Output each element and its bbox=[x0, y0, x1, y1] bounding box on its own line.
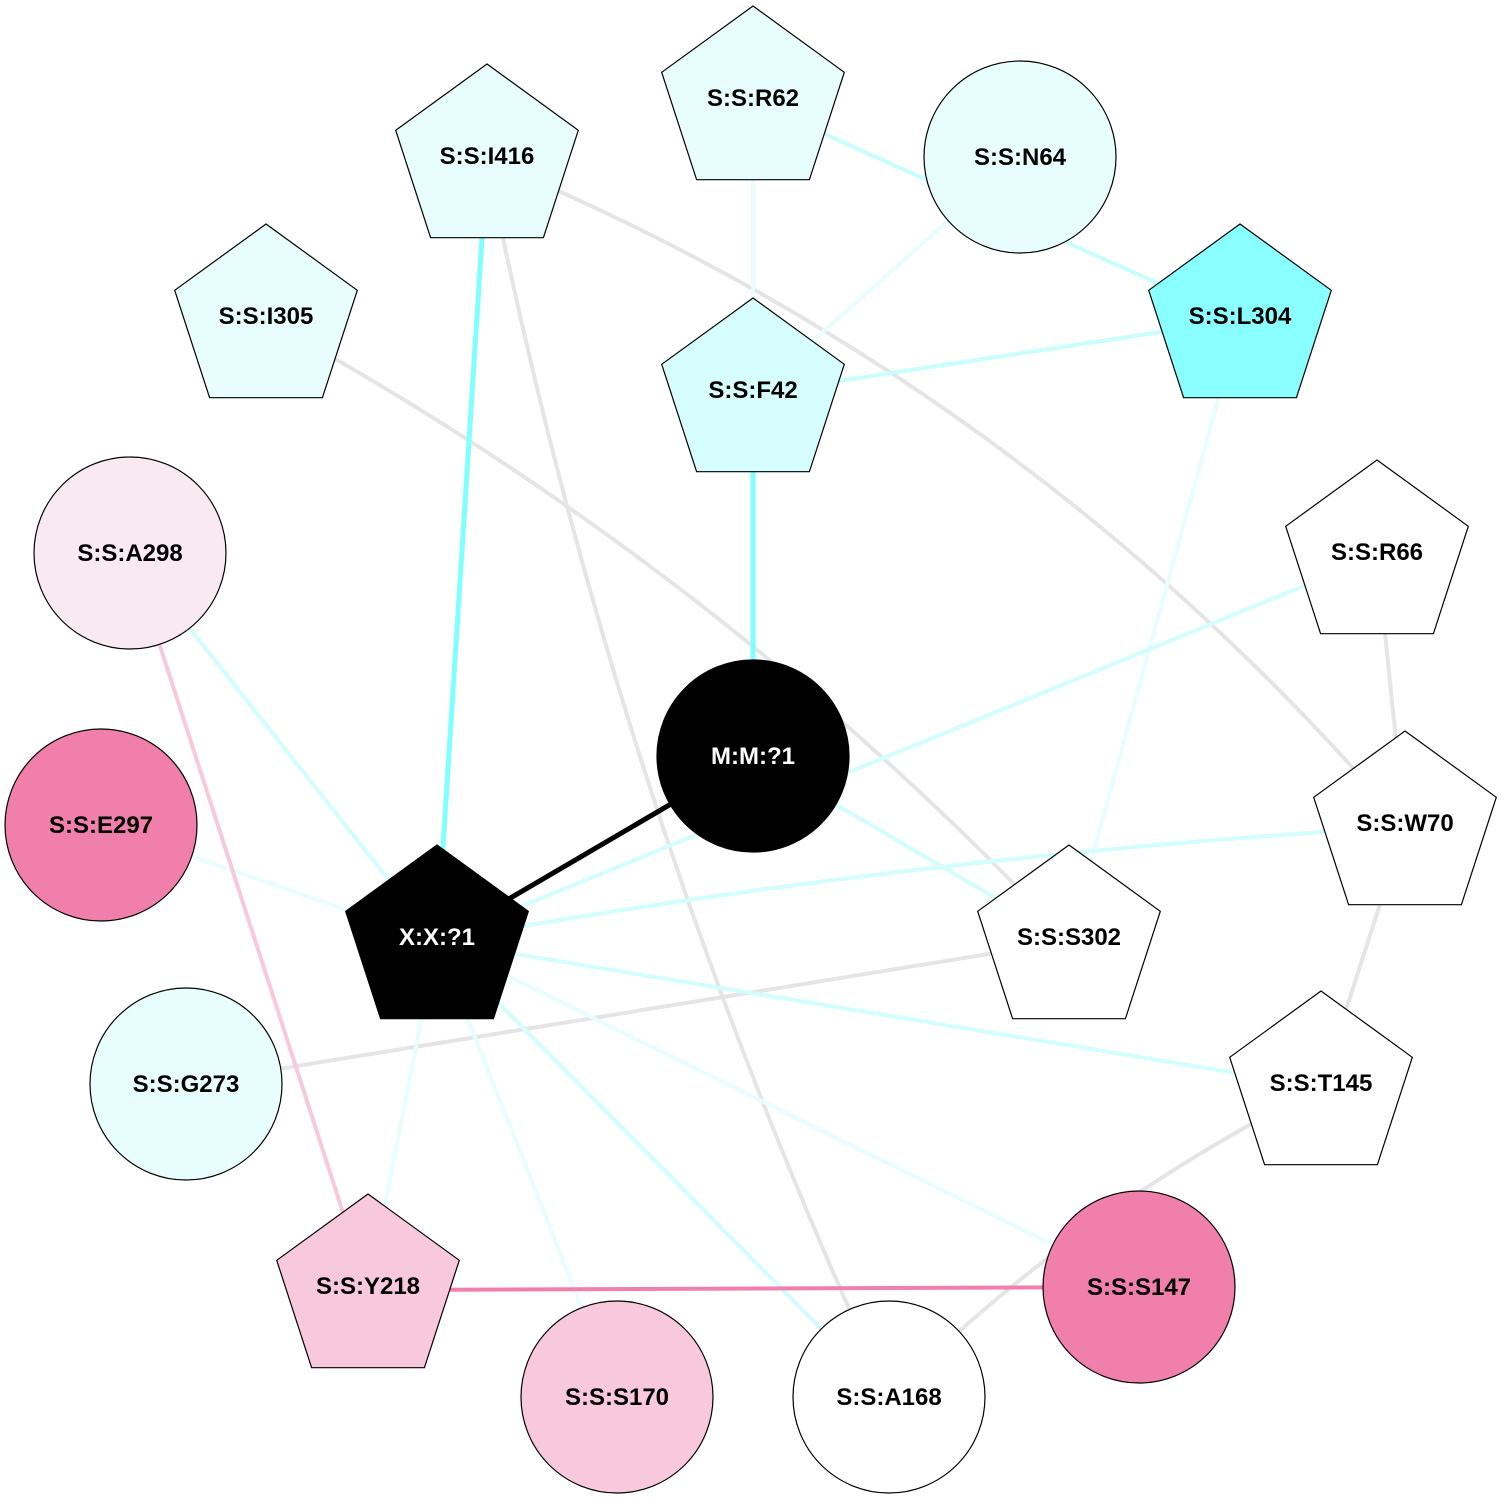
node-X1[interactable]: X:X:?1 bbox=[344, 844, 530, 1020]
node-S147[interactable]: S:S:S147 bbox=[1042, 1190, 1236, 1384]
edge-X1-S147 bbox=[436, 939, 1140, 1289]
node-S170[interactable]: S:S:S170 bbox=[520, 1300, 714, 1494]
node-label: S:S:G273 bbox=[133, 1071, 240, 1098]
node-M1[interactable]: M:M:?1 bbox=[656, 659, 850, 853]
node-label: S:S:R62 bbox=[707, 85, 799, 112]
edge-L304-S302 bbox=[1067, 319, 1242, 942]
node-R66[interactable]: S:S:R66 bbox=[1284, 459, 1470, 635]
edge-W70-X1 bbox=[436, 825, 1406, 943]
edge-Y218-S147 bbox=[367, 1285, 1140, 1292]
node-R62[interactable]: S:S:R62 bbox=[660, 5, 846, 181]
node-label: S:S:A298 bbox=[77, 540, 182, 567]
node-label: S:S:I416 bbox=[440, 143, 535, 170]
node-label: S:S:S302 bbox=[1017, 924, 1121, 951]
node-Y218[interactable]: S:S:Y218 bbox=[275, 1193, 461, 1369]
node-label: S:S:A168 bbox=[836, 1384, 941, 1411]
node-label: S:S:T145 bbox=[1270, 1070, 1373, 1097]
edge-I416-A168 bbox=[485, 159, 891, 1398]
node-circle bbox=[33, 456, 227, 650]
node-label: X:X:?1 bbox=[399, 924, 475, 951]
node-T145[interactable]: S:S:T145 bbox=[1228, 990, 1414, 1166]
node-pentagon bbox=[394, 63, 580, 239]
node-W70[interactable]: S:S:W70 bbox=[1312, 730, 1498, 906]
node-circle bbox=[4, 728, 198, 922]
node-circle bbox=[923, 60, 1117, 254]
node-circle bbox=[792, 1300, 986, 1494]
node-circle bbox=[656, 659, 850, 853]
node-label: S:S:N64 bbox=[974, 144, 1067, 171]
node-pentagon bbox=[173, 223, 359, 399]
node-pentagon bbox=[1147, 223, 1333, 399]
node-S302[interactable]: S:S:S302 bbox=[976, 844, 1162, 1020]
node-label: S:S:L304 bbox=[1189, 303, 1292, 330]
node-pentagon bbox=[1312, 730, 1498, 906]
node-A298[interactable]: S:S:A298 bbox=[33, 456, 227, 650]
node-label: S:S:S147 bbox=[1087, 1274, 1191, 1301]
node-label: S:S:W70 bbox=[1356, 810, 1453, 837]
node-circle bbox=[89, 987, 283, 1181]
node-circle bbox=[520, 1300, 714, 1494]
node-F42[interactable]: S:S:F42 bbox=[660, 297, 846, 473]
edge-I416-X1 bbox=[434, 159, 490, 942]
node-label: S:S:R66 bbox=[1331, 539, 1423, 566]
node-G273[interactable]: S:S:G273 bbox=[89, 987, 283, 1181]
node-pentagon bbox=[1284, 459, 1470, 635]
node-E297[interactable]: S:S:E297 bbox=[4, 728, 198, 922]
edge-I305-S302 bbox=[265, 318, 1071, 943]
edge-I416-W70 bbox=[486, 158, 1407, 829]
node-label: S:S:S170 bbox=[565, 1384, 669, 1411]
node-pentagon bbox=[275, 1193, 461, 1369]
edge-X1-T145 bbox=[436, 939, 1322, 1089]
node-pentagon bbox=[976, 844, 1162, 1020]
node-L304[interactable]: S:S:L304 bbox=[1147, 223, 1333, 399]
node-circle bbox=[1042, 1190, 1236, 1384]
nodes-layer: S:S:R62S:S:N64S:S:I416S:S:I305S:S:F42S:S… bbox=[4, 5, 1498, 1494]
node-N64[interactable]: S:S:N64 bbox=[923, 60, 1117, 254]
node-I305[interactable]: S:S:I305 bbox=[173, 223, 359, 399]
node-I416[interactable]: S:S:I416 bbox=[394, 63, 580, 239]
node-pentagon bbox=[1228, 990, 1414, 1166]
node-pentagon bbox=[344, 844, 530, 1020]
node-pentagon bbox=[660, 5, 846, 181]
edge-S302-G273 bbox=[185, 939, 1070, 1086]
edge-A298-Y218 bbox=[128, 552, 370, 1291]
node-label: S:S:E297 bbox=[49, 812, 153, 839]
node-label: M:M:?1 bbox=[711, 743, 795, 770]
node-label: S:S:F42 bbox=[708, 377, 797, 404]
node-A168[interactable]: S:S:A168 bbox=[792, 1300, 986, 1494]
node-pentagon bbox=[660, 297, 846, 473]
node-label: S:S:Y218 bbox=[316, 1273, 420, 1300]
edge-R66-X1 bbox=[436, 554, 1378, 943]
node-label: S:S:I305 bbox=[219, 303, 314, 330]
